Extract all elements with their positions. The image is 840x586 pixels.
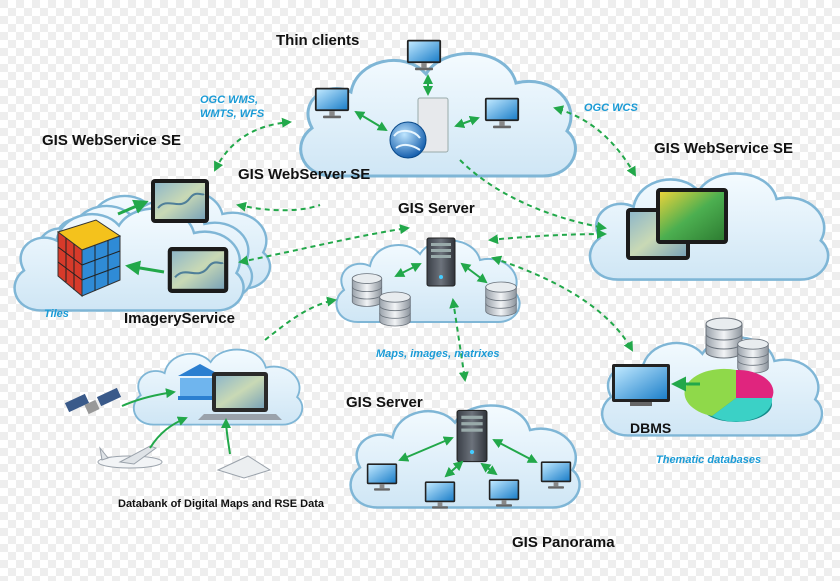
database-icon <box>705 317 743 359</box>
databank-icons <box>64 364 282 479</box>
dbms-icons <box>612 317 774 422</box>
label-tiles: Tiles <box>44 308 69 320</box>
label-ogc-wms-line2: WMTS, WFS <box>200 108 265 120</box>
database-icon <box>379 291 411 327</box>
label-gis-server-bottom: GIS Server <box>346 394 423 411</box>
arrow-gisserver-to-panorama <box>449 298 469 382</box>
label-gis-webservice-left: GIS WebService SE <box>42 132 181 149</box>
arrow-webservice-to-thinclients <box>214 117 292 172</box>
label-dbms: DBMS <box>630 420 672 436</box>
arrow-gisserver-to-webservice-left <box>238 224 410 266</box>
pie-chart-icon <box>684 368 774 422</box>
rubiks-cube-icon <box>56 219 122 298</box>
server-icon <box>456 409 488 463</box>
gis-server-top-icons <box>351 237 517 327</box>
laptop-icon <box>198 372 282 420</box>
arrow-gisserver-to-dbms <box>491 255 633 352</box>
gis-panorama-icons <box>366 409 572 509</box>
tablet-map-icon <box>166 246 230 294</box>
webservice-right-icons <box>626 188 728 260</box>
label-imagery-service: ImageryService <box>124 310 235 327</box>
label-gis-webservice-right: GIS WebService SE <box>654 140 793 157</box>
globe-icon <box>389 121 427 159</box>
museum-icon <box>178 364 222 400</box>
tablet-map-icon <box>150 178 210 224</box>
database-icon <box>737 338 769 374</box>
label-databank: Databank of Digital Maps and RSE Data <box>118 498 324 510</box>
label-thematic-databases: Thematic databases <box>656 454 762 466</box>
airplane-icon <box>97 445 163 469</box>
thin-clients-icons <box>314 39 520 159</box>
label-thin-clients: Thin clients <box>276 32 360 49</box>
label-gis-server-top: GIS Server <box>398 200 475 217</box>
arrow-thinclients-to-webservice-right <box>553 105 636 177</box>
arrow-thinclients-to-webservice-right-lower <box>459 159 607 232</box>
monitor-icon <box>612 364 670 406</box>
server-icon <box>426 237 456 287</box>
database-icon <box>485 281 517 317</box>
label-gis-panorama: GIS Panorama <box>512 534 615 551</box>
label-ogc-wcs: OGC WCS <box>584 102 638 114</box>
webservice-left-icons <box>56 178 230 298</box>
label-ogc-wms-line1: OGC WMS, <box>200 94 259 106</box>
arrow-databank-to-gisserver <box>264 296 337 341</box>
label-maps-images-matrixes: Maps, images, matrixes <box>376 348 500 360</box>
label-gis-webserver: GIS WebServer SE <box>238 166 371 183</box>
database-icon <box>351 273 383 307</box>
drone-icon <box>216 455 272 479</box>
satellite-icon <box>64 387 122 415</box>
arrow-gisserver-to-webservice-right <box>488 229 607 245</box>
arrow-webserver-to-webservice-left <box>236 201 321 212</box>
connector-arrows <box>214 105 636 382</box>
